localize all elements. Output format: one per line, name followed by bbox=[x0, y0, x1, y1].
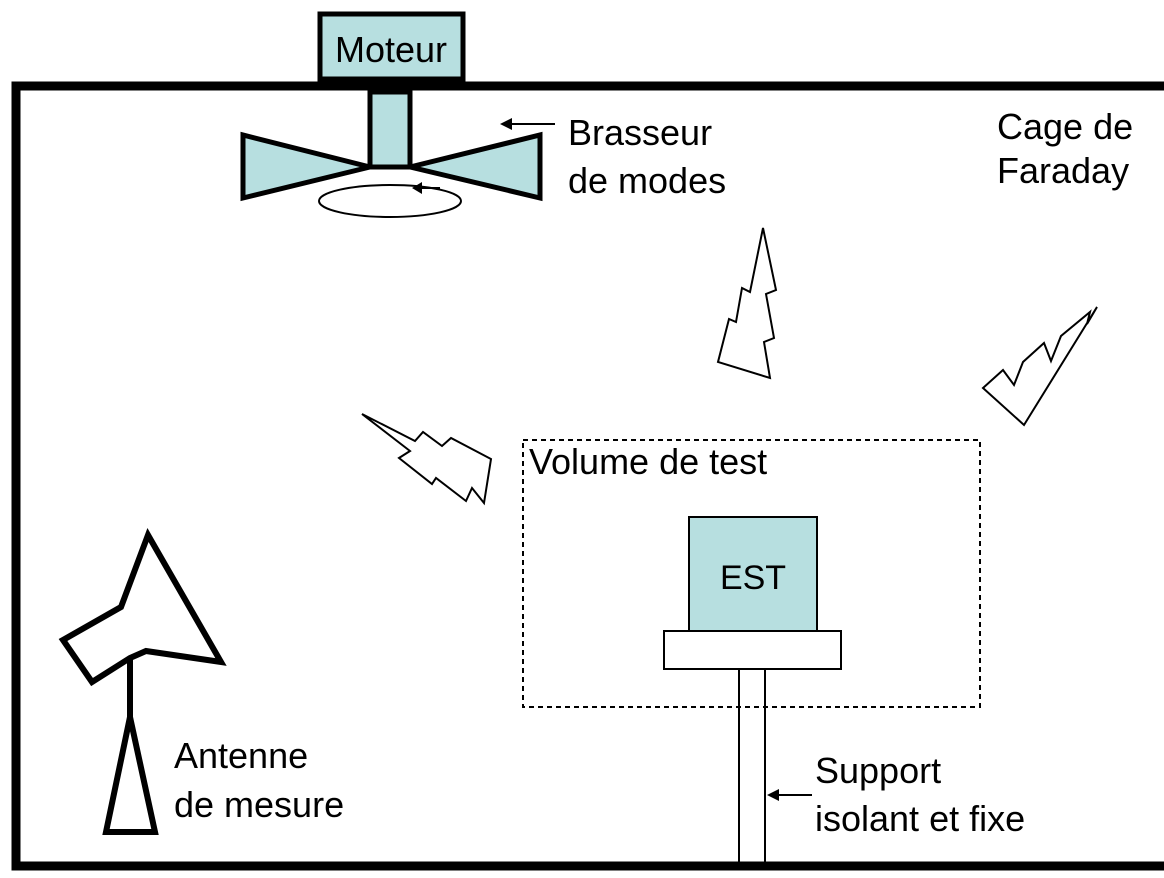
field-bolt-right bbox=[981, 306, 1098, 427]
eut-label: EST bbox=[720, 559, 786, 597]
support-pointer-head bbox=[767, 789, 779, 801]
support-label-line1: Support bbox=[815, 750, 941, 791]
cage-label-line2: Faraday bbox=[997, 150, 1129, 191]
rotation-arrowhead bbox=[412, 182, 422, 194]
support-label-line2: isolant et fixe bbox=[815, 798, 1025, 839]
stirrer-shaft bbox=[367, 89, 413, 170]
stirrer-blade-left bbox=[240, 131, 371, 202]
support-platform bbox=[663, 630, 842, 670]
test-volume-box bbox=[522, 439, 981, 708]
stirrer-label-line2: de modes bbox=[568, 160, 726, 201]
motor-box bbox=[317, 11, 466, 82]
antenna-label-line1: Antenne bbox=[174, 735, 308, 776]
rotation-ellipse bbox=[318, 184, 462, 218]
motor-label: Moteur bbox=[335, 29, 447, 70]
antenna-stand bbox=[102, 716, 159, 835]
eut-box bbox=[688, 516, 818, 632]
test-volume-label: Volume de test bbox=[529, 441, 767, 482]
antenna-horn bbox=[58, 527, 227, 687]
field-bolt-top bbox=[716, 227, 778, 380]
cage-label-line1: Cage de bbox=[997, 106, 1133, 147]
antenna-label-line2: de mesure bbox=[174, 784, 344, 825]
stirrer-pointer-head bbox=[500, 118, 512, 130]
field-bolt-left bbox=[361, 413, 493, 506]
stirrer-blade-right bbox=[409, 131, 543, 202]
stirrer-label-line1: Brasseur bbox=[568, 112, 712, 153]
faraday-cage-wall bbox=[11, 81, 1164, 871]
